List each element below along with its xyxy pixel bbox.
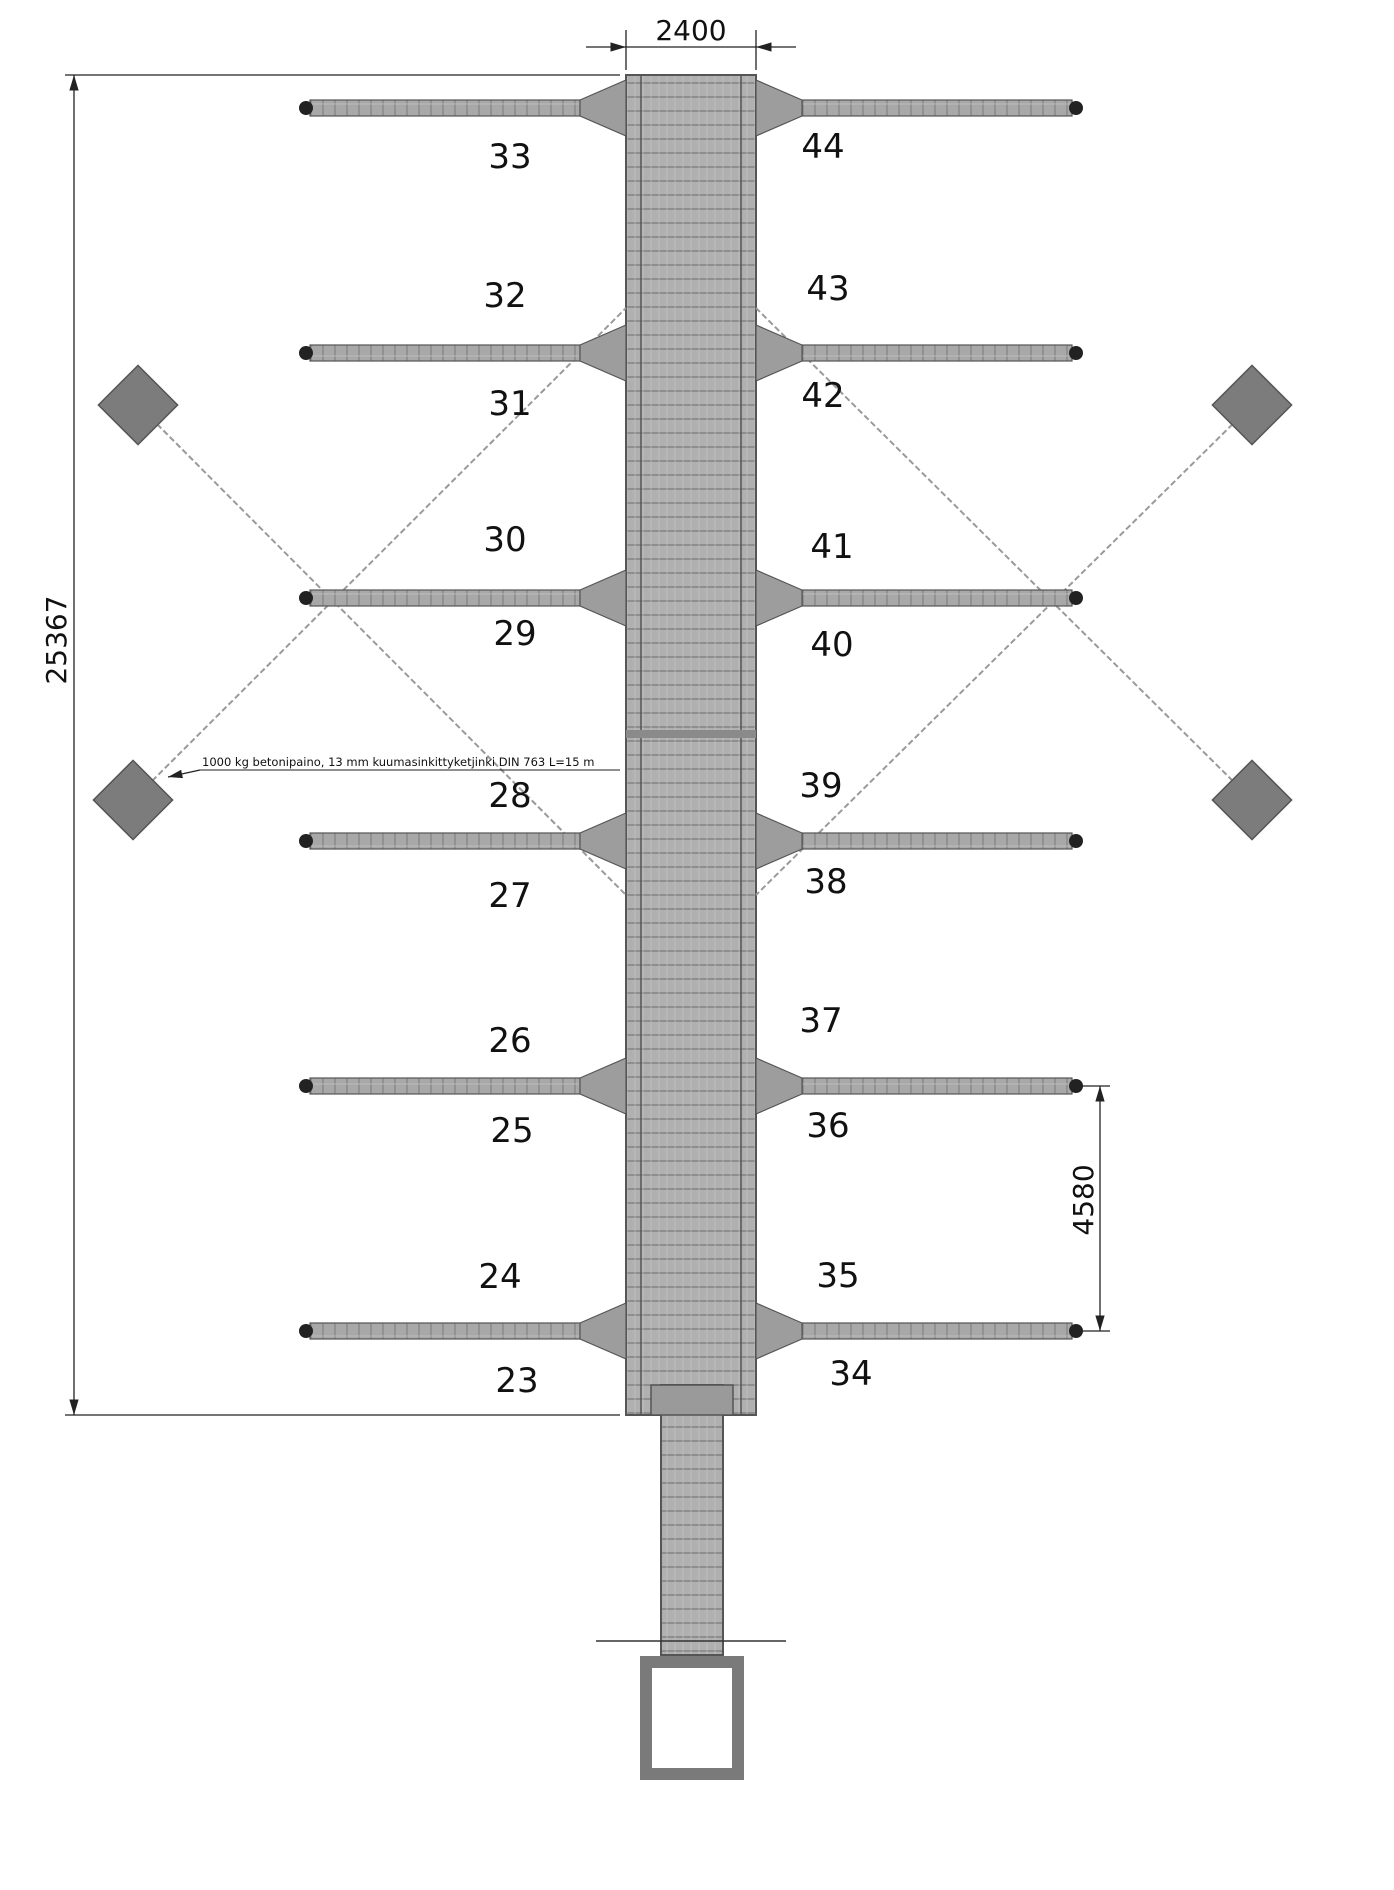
- finger-pier: [755, 79, 1083, 137]
- dimension-length: 25367: [40, 74, 620, 1416]
- berth-numbers-right: 44 43 42 41 40 39 38 37 36 35 34: [799, 127, 872, 1394]
- anchor-chain: [132, 307, 627, 801]
- berth-number: 26: [488, 1021, 531, 1061]
- anchor-note-text: 1000 kg betonipaino, 13 mm kuumasinkitty…: [202, 755, 594, 769]
- finger-pier: [299, 324, 627, 382]
- berth-number: 36: [806, 1106, 849, 1146]
- finger-pier: [755, 324, 1083, 382]
- finger-pier: [299, 79, 627, 137]
- berth-number: 40: [810, 625, 853, 665]
- berth-number: 44: [801, 127, 844, 167]
- berth-number: 41: [810, 527, 853, 567]
- dimension-width: 2400: [586, 14, 796, 70]
- finger-pier: [299, 569, 627, 627]
- finger-piers-right: [755, 79, 1083, 1360]
- berth-number: 27: [488, 876, 531, 916]
- finger-pier: [299, 812, 627, 870]
- berth-number: 23: [495, 1361, 538, 1401]
- main-walkway: [625, 74, 757, 1416]
- berth-number: 38: [804, 862, 847, 902]
- berth-number: 35: [816, 1256, 859, 1296]
- gangway-deck: [660, 1384, 724, 1656]
- gangway-head: [650, 1384, 734, 1416]
- main-walkway-deck: [625, 74, 757, 1416]
- berth-number: 29: [493, 614, 536, 654]
- anchor-weight: [92, 759, 174, 841]
- berth-number: 34: [829, 1354, 872, 1394]
- dimension-length-label: 25367: [40, 595, 73, 684]
- berth-number: 43: [806, 269, 849, 309]
- gangway: [596, 1384, 786, 1780]
- finger-pier: [299, 1057, 627, 1115]
- finger-pier: [755, 569, 1083, 627]
- dimension-spacing: 4580: [1067, 1085, 1110, 1332]
- finger-pier: [755, 1057, 1083, 1115]
- berth-number: 39: [799, 766, 842, 806]
- berth-number: 42: [801, 376, 844, 416]
- shore-abutment: [640, 1656, 744, 1780]
- berth-number: 30: [483, 520, 526, 560]
- anchor-note: 1000 kg betonipaino, 13 mm kuumasinkitty…: [167, 755, 620, 779]
- dimension-spacing-label: 4580: [1067, 1164, 1100, 1235]
- berth-number: 37: [799, 1001, 842, 1041]
- berth-number: 25: [490, 1111, 533, 1151]
- berth-numbers-left: 33 32 31 30 29 28 27 26 25 24 23: [478, 137, 538, 1401]
- anchor-chain: [755, 404, 1253, 896]
- anchor-weight: [1211, 364, 1293, 446]
- berth-number: 31: [488, 384, 531, 424]
- dimension-width-label: 2400: [655, 14, 726, 47]
- anchor-weight: [1211, 759, 1293, 841]
- finger-pier: [755, 1302, 1083, 1360]
- finger-piers-left: [299, 79, 627, 1360]
- berth-number: 28: [488, 776, 531, 816]
- main-walkway-joint: [626, 730, 756, 738]
- anchors: [92, 307, 1293, 896]
- anchor-weight: [97, 364, 179, 446]
- finger-pier: [299, 1302, 627, 1360]
- berth-number: 24: [478, 1257, 521, 1297]
- berth-number: 33: [488, 137, 531, 177]
- finger-pier: [755, 812, 1083, 870]
- anchor-chain: [137, 404, 627, 896]
- berth-number: 32: [483, 276, 526, 316]
